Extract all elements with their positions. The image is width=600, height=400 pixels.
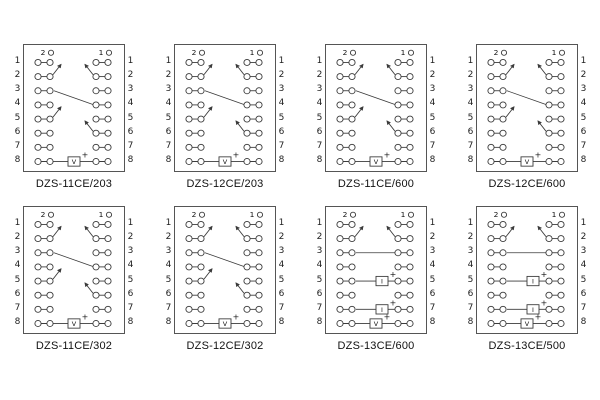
pin-numbers-right: 1 2 3 4 5 6 7 8	[278, 56, 285, 166]
svg-text:+: +	[233, 313, 240, 322]
schematic-drawing: V +2 1	[487, 48, 566, 167]
pin-numbers-right: 1 2 3 4 5 6 7 8	[278, 218, 285, 328]
svg-text:1: 1	[401, 48, 406, 57]
pin-numbers-right: 1 2 3 4 5 6 7 8	[429, 218, 436, 328]
svg-text:I: I	[532, 306, 534, 314]
svg-text:2: 2	[343, 210, 348, 219]
svg-text:1: 1	[99, 210, 104, 219]
schematic-drawing: V +2 1	[34, 48, 113, 167]
panel-box: V +2 1	[476, 44, 578, 172]
pin-numbers-left: 1 2 3 4 5 6 7 8	[165, 56, 172, 166]
pin-numbers-right: 1 2 3 4 5 6 7 8	[127, 56, 134, 166]
svg-text:2: 2	[41, 48, 46, 57]
schematic-drawing: V +2 1	[185, 48, 264, 167]
svg-text:V: V	[374, 320, 379, 328]
svg-text:I: I	[532, 278, 534, 286]
svg-text:V: V	[72, 158, 77, 166]
pin-numbers-right: 1 2 3 4 5 6 7 8	[580, 218, 587, 328]
pin-numbers-left: 1 2 3 4 5 6 7 8	[14, 56, 21, 166]
svg-text:1: 1	[99, 48, 104, 57]
panel-label: DZS-12CE/302	[186, 340, 264, 352]
svg-text:1: 1	[250, 210, 255, 219]
svg-text:2: 2	[192, 48, 197, 57]
pin-numbers-left: 1 2 3 4 5 6 7 8	[467, 56, 474, 166]
panel-label: DZS-12CE/600	[488, 178, 566, 190]
panel-box: V +2 1	[174, 44, 276, 172]
svg-text:+: +	[390, 299, 397, 308]
relay-panel: 1 2 3 4 5 6 7 8 V +2 1 1 2 3 4 5 6 7 8 DZS…	[163, 206, 287, 352]
pin-numbers-left: 1 2 3 4 5 6 7 8	[316, 218, 323, 328]
schematic-drawing: V +2 1	[34, 210, 113, 329]
svg-text:+: +	[384, 151, 391, 160]
pin-numbers-right: 1 2 3 4 5 6 7 8	[127, 218, 134, 328]
diagram-grid: 1 2 3 4 5 6 7 8 V +2 1 1 2 3 4 5 6 7 8 DZS…	[12, 44, 589, 352]
svg-text:V: V	[223, 158, 228, 166]
svg-text:2: 2	[41, 210, 46, 219]
pin-numbers-left: 1 2 3 4 5 6 7 8	[467, 218, 474, 328]
panel-label: DZS-11CE/600	[337, 178, 415, 190]
pin-numbers-left: 1 2 3 4 5 6 7 8	[165, 218, 172, 328]
svg-text:2: 2	[192, 210, 197, 219]
relay-panel: 1 2 3 4 5 6 7 8 V +2 1 1 2 3 4 5 6 7 8 DZS…	[465, 44, 589, 190]
svg-text:1: 1	[401, 210, 406, 219]
relay-panel: 1 2 3 4 5 6 7 8 V +2 1 1 2 3 4 5 6 7 8 DZS…	[314, 44, 438, 190]
svg-text:1: 1	[552, 210, 557, 219]
panel-box: V +2 1	[325, 44, 427, 172]
svg-text:1: 1	[552, 48, 557, 57]
svg-text:V: V	[374, 158, 379, 166]
relay-panel: 1 2 3 4 5 6 7 8 V +2 1 1 2 3 4 5 6 7 8 DZS…	[12, 206, 136, 352]
svg-text:+: +	[390, 270, 397, 279]
svg-text:+: +	[535, 151, 542, 160]
svg-text:+: +	[82, 313, 89, 322]
svg-text:V: V	[525, 320, 530, 328]
svg-text:1: 1	[250, 48, 255, 57]
panel-label: DZS-11CE/302	[35, 340, 113, 352]
panel-label: DZS-12CE/203	[186, 178, 264, 190]
svg-text:2: 2	[494, 210, 499, 219]
schematic-drawing: V +2 1	[185, 210, 264, 329]
svg-text:2: 2	[343, 48, 348, 57]
schematic-drawing: V +2 1	[336, 48, 415, 167]
svg-text:+: +	[82, 151, 89, 160]
svg-text:+: +	[535, 313, 542, 322]
relay-panel: 1 2 3 4 5 6 7 8 V +2 1 1 2 3 4 5 6 7 8 DZS…	[163, 44, 287, 190]
svg-text:V: V	[223, 320, 228, 328]
panel-label: DZS-13CE/500	[488, 340, 566, 352]
panel-label: DZS-11CE/203	[35, 178, 113, 190]
svg-text:+: +	[384, 313, 391, 322]
svg-text:+: +	[541, 299, 548, 308]
pin-numbers-right: 1 2 3 4 5 6 7 8	[580, 56, 587, 166]
panel-label: DZS-13CE/600	[337, 340, 415, 352]
svg-text:I: I	[381, 278, 383, 286]
svg-text:V: V	[72, 320, 77, 328]
pin-numbers-left: 1 2 3 4 5 6 7 8	[14, 218, 21, 328]
svg-text:+: +	[233, 151, 240, 160]
svg-text:I: I	[381, 306, 383, 314]
svg-text:+: +	[541, 270, 548, 279]
svg-text:2: 2	[494, 48, 499, 57]
pin-numbers-right: 1 2 3 4 5 6 7 8	[429, 56, 436, 166]
panel-box: V +2 1	[23, 44, 125, 172]
pin-numbers-left: 1 2 3 4 5 6 7 8	[316, 56, 323, 166]
panel-box: V +2 1	[174, 206, 276, 334]
panel-box: V +2 1	[23, 206, 125, 334]
svg-text:V: V	[525, 158, 530, 166]
relay-panel: 1 2 3 4 5 6 7 8 V +2 1 1 2 3 4 5 6 7 8 DZS…	[12, 44, 136, 190]
